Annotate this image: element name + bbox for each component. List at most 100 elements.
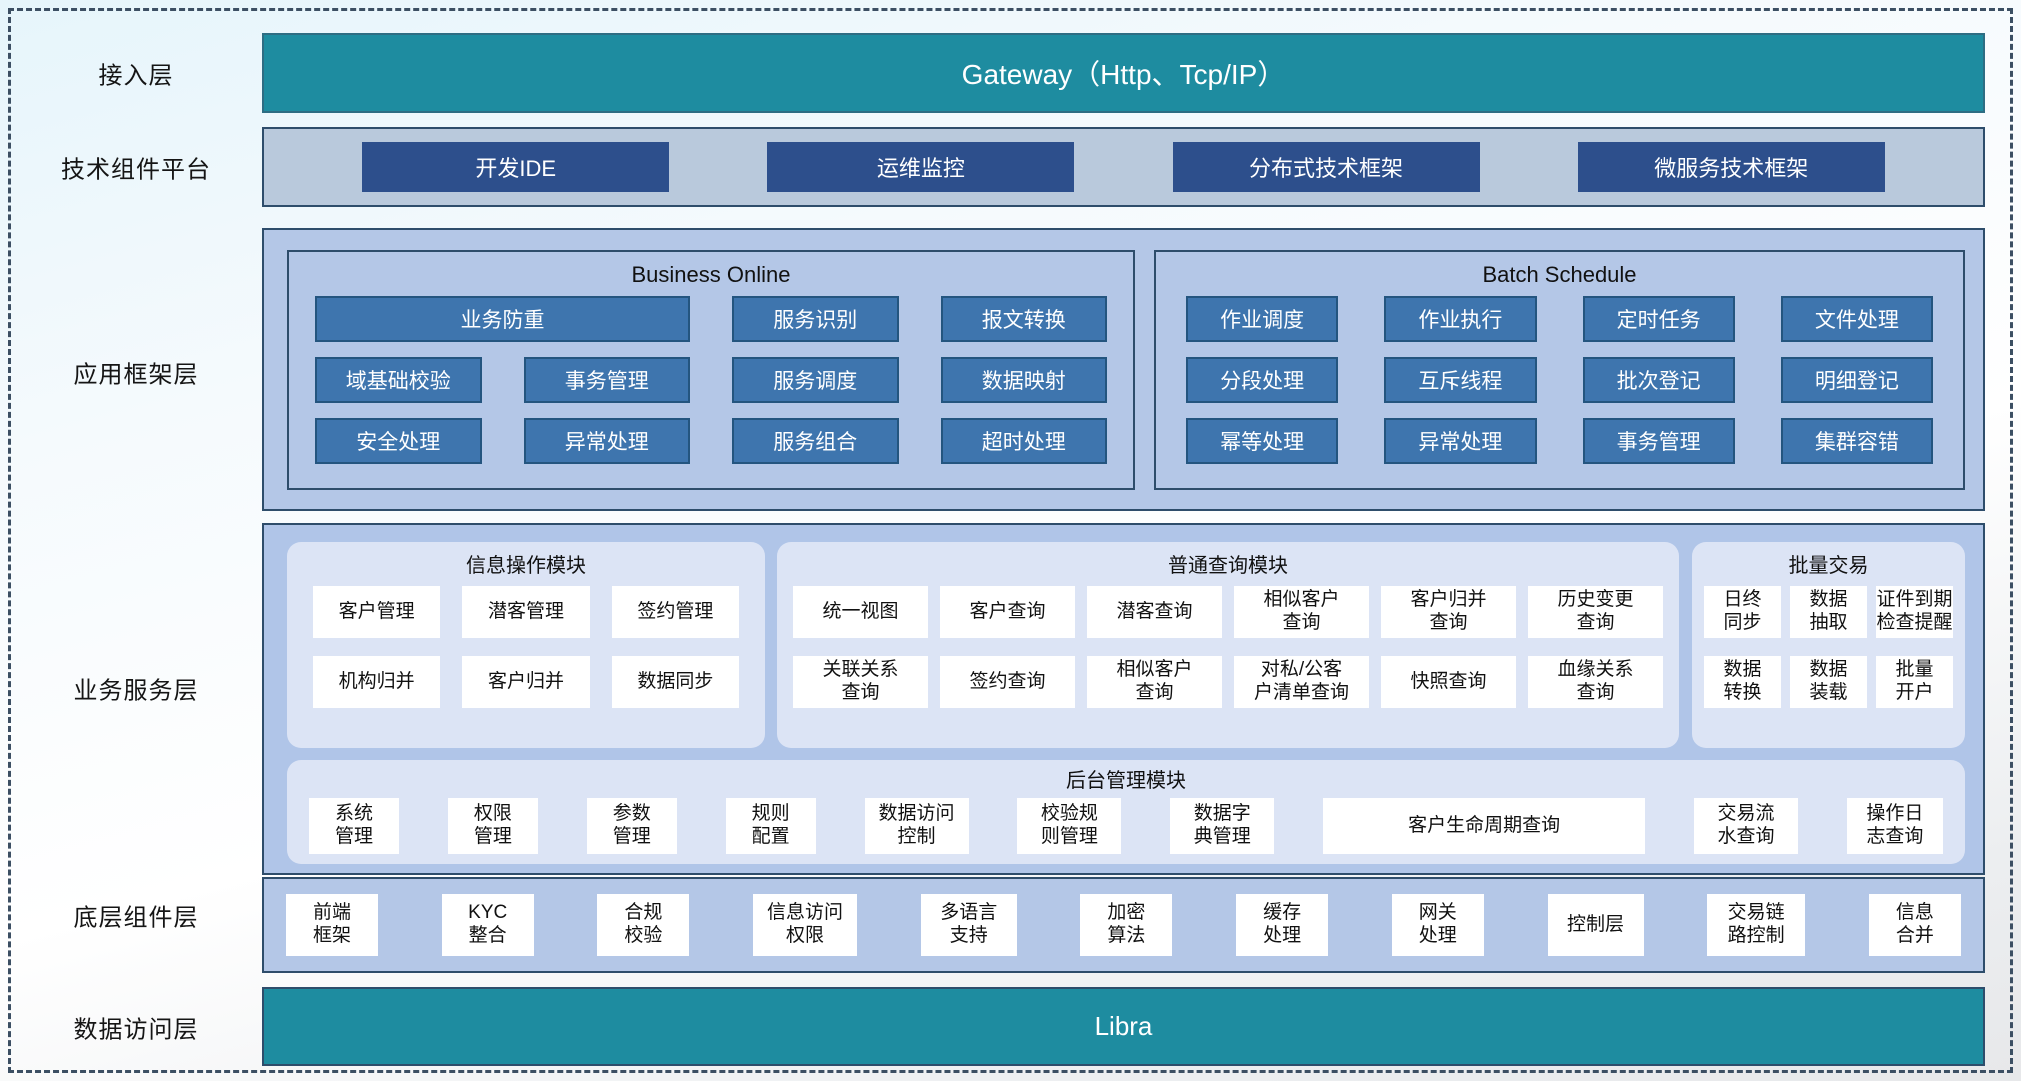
- batch-transaction-item: 日终 同步: [1704, 586, 1781, 638]
- batch-schedule-item: 分段处理: [1186, 357, 1339, 403]
- batch-schedule-item: 作业执行: [1384, 296, 1537, 342]
- tech-platform-item: 开发IDE: [362, 142, 670, 192]
- layer-label-app-framework: 应用框架层: [73, 361, 199, 389]
- batch-schedule-item: 批次登记: [1582, 357, 1735, 403]
- admin-module-item: 交易流 水查询: [1694, 798, 1798, 854]
- general-query-item: 血缘关系 查询: [1528, 656, 1663, 708]
- general-query-item: 统一视图: [793, 586, 928, 638]
- general-query-item: 历史变更 查询: [1528, 586, 1663, 638]
- gateway-title: Gateway（Http、Tcp/IP）: [961, 59, 1286, 90]
- admin-module-item: 数据字 典管理: [1170, 798, 1275, 854]
- batch-transaction-item: 数据 抽取: [1790, 586, 1867, 638]
- admin-module-title: 后台管理模块: [1066, 770, 1186, 792]
- batch-transaction-item: 证件到期 检查提醒: [1876, 586, 1953, 638]
- info-operation-title: 信息操作模块: [466, 555, 586, 577]
- business-online-item: 业务防重: [315, 296, 690, 342]
- app-framework-row: Business Online 业务防重 服务识别 报文转换 域基础校验 事务管…: [262, 228, 1985, 511]
- business-online-item: 事务管理: [523, 357, 690, 403]
- business-online-item: 异常处理: [523, 418, 690, 464]
- batch-schedule-item: 集群容错: [1780, 418, 1933, 464]
- admin-module-item: 客户生命周期查询: [1323, 798, 1646, 854]
- bottom-component-item: 前端 框架: [286, 894, 378, 956]
- batch-schedule-grid: 作业调度 作业执行 定时任务 文件处理 分段处理 互斥线程 批次登记 明细登记 …: [1156, 296, 1963, 464]
- batch-schedule-item: 幂等处理: [1186, 418, 1339, 464]
- info-operation-item: 机构归并: [313, 656, 441, 708]
- info-operation-item: 签约管理: [611, 586, 739, 638]
- tech-platform-row: 开发IDE 运维监控 分布式技术框架 微服务技术框架: [262, 127, 1985, 207]
- general-query-item: 相似客户 查询: [1087, 656, 1222, 708]
- general-query-item: 签约查询: [940, 656, 1075, 708]
- general-query-item: 对私/公客 户清单查询: [1234, 656, 1369, 708]
- info-operation-item: 数据同步: [611, 656, 739, 708]
- bottom-component-item: 合规 校验: [597, 894, 690, 956]
- general-query-grid: 统一视图 客户查询 潜客查询 相似客户 查询 客户归并 查询 历史变更 查询 关…: [777, 586, 1679, 708]
- admin-module-item: 数据访问 控制: [864, 798, 969, 854]
- layer-label-tech-platform: 技术组件平台: [61, 156, 211, 184]
- layer-label-access: 接入层: [98, 62, 174, 90]
- libra-bar: Libra: [262, 987, 1985, 1066]
- layer-label-bottom-components: 底层组件层: [73, 904, 199, 932]
- batch-schedule-item: 互斥线程: [1384, 357, 1537, 403]
- gateway-bar: Gateway（Http、Tcp/IP）: [262, 33, 1985, 113]
- bottom-component-item: 信息 合并: [1868, 894, 1961, 956]
- layer-label-data-access: 数据访问层: [73, 1016, 199, 1044]
- business-online-item: 安全处理: [315, 418, 482, 464]
- business-online-item: 服务识别: [732, 296, 899, 342]
- batch-transaction-module: 批量交易 日终 同步 数据 抽取 证件到期 检查提醒 数据 转换 数据 装载 批…: [1692, 542, 1965, 748]
- tech-platform-item: 分布式技术框架: [1172, 142, 1480, 192]
- batch-schedule-item: 定时任务: [1582, 296, 1735, 342]
- info-operation-grid: 客户管理 潜客管理 签约管理 机构归并 客户归并 数据同步: [287, 586, 765, 708]
- batch-schedule-item: 明细登记: [1780, 357, 1933, 403]
- business-online-item: 数据映射: [940, 357, 1107, 403]
- batch-schedule-item: 事务管理: [1582, 418, 1735, 464]
- info-operation-module: 信息操作模块 客户管理 潜客管理 签约管理 机构归并 客户归并 数据同步: [287, 542, 765, 748]
- bottom-component-item: 多语言 支持: [920, 894, 1017, 956]
- general-query-item: 客户归并 查询: [1381, 586, 1516, 638]
- tech-platform-item: 微服务技术框架: [1577, 142, 1885, 192]
- bottom-component-item: 网关 处理: [1391, 894, 1484, 956]
- business-online-item: 超时处理: [940, 418, 1107, 464]
- general-query-item: 潜客查询: [1087, 586, 1222, 638]
- admin-module-row: 系统 管理 权限 管理 参数 管理 规则 配置 数据访问 控制 校验规 则管理 …: [287, 798, 1965, 854]
- batch-schedule-item: 作业调度: [1186, 296, 1339, 342]
- admin-module-item: 权限 管理: [447, 798, 538, 854]
- admin-module-item: 规则 配置: [725, 798, 816, 854]
- bottom-component-item: 缓存 处理: [1236, 894, 1329, 956]
- business-online-title: Business Online: [631, 262, 791, 287]
- general-query-item: 关联关系 查询: [793, 656, 928, 708]
- business-service-row: 信息操作模块 客户管理 潜客管理 签约管理 机构归并 客户归并 数据同步 普通查…: [262, 523, 1985, 875]
- general-query-module: 普通查询模块 统一视图 客户查询 潜客查询 相似客户 查询 客户归并 查询 历史…: [777, 542, 1679, 748]
- bottom-component-item: 交易链 路控制: [1707, 894, 1806, 956]
- admin-module-item: 校验规 则管理: [1017, 798, 1122, 854]
- tech-platform-item: 运维监控: [767, 142, 1075, 192]
- business-online-grid: 业务防重 服务识别 报文转换 域基础校验 事务管理 服务调度 数据映射 安全处理…: [289, 296, 1133, 464]
- batch-transaction-item: 批量 开户: [1876, 656, 1953, 708]
- layer-label-business-service: 业务服务层: [73, 677, 199, 705]
- admin-module-item: 系统 管理: [309, 798, 399, 854]
- bottom-component-item: KYC 整合: [441, 894, 534, 956]
- general-query-item: 相似客户 查询: [1234, 586, 1369, 638]
- batch-transaction-title: 批量交易: [1788, 555, 1869, 577]
- batch-schedule-item: 异常处理: [1384, 418, 1537, 464]
- batch-schedule-item: 文件处理: [1780, 296, 1933, 342]
- info-operation-item: 潜客管理: [462, 586, 590, 638]
- admin-module: 后台管理模块 系统 管理 权限 管理 参数 管理 规则 配置 数据访问 控制 校…: [287, 760, 1965, 864]
- batch-transaction-item: 数据 转换: [1704, 656, 1781, 708]
- general-query-title: 普通查询模块: [1168, 555, 1288, 577]
- admin-module-item: 参数 管理: [586, 798, 677, 854]
- bottom-component-item: 加密 算法: [1080, 894, 1173, 956]
- general-query-item: 快照查询: [1381, 656, 1516, 708]
- business-online-item: 服务组合: [732, 418, 899, 464]
- business-online-item: 报文转换: [940, 296, 1107, 342]
- general-query-item: 客户查询: [940, 586, 1075, 638]
- info-operation-item: 客户管理: [313, 586, 441, 638]
- batch-schedule-box: Batch Schedule 作业调度 作业执行 定时任务 文件处理 分段处理 …: [1154, 250, 1965, 490]
- business-online-box: Business Online 业务防重 服务识别 报文转换 域基础校验 事务管…: [287, 250, 1135, 490]
- libra-title: Libra: [1094, 1011, 1153, 1041]
- bottom-component-item: 信息访问 权限: [753, 894, 858, 956]
- batch-transaction-item: 数据 装载: [1790, 656, 1867, 708]
- batch-transaction-grid: 日终 同步 数据 抽取 证件到期 检查提醒 数据 转换 数据 装载 批量 开户: [1692, 586, 1965, 708]
- info-operation-item: 客户归并: [462, 656, 590, 708]
- business-online-item: 服务调度: [732, 357, 899, 403]
- admin-module-item: 操作日 志查询: [1846, 798, 1943, 854]
